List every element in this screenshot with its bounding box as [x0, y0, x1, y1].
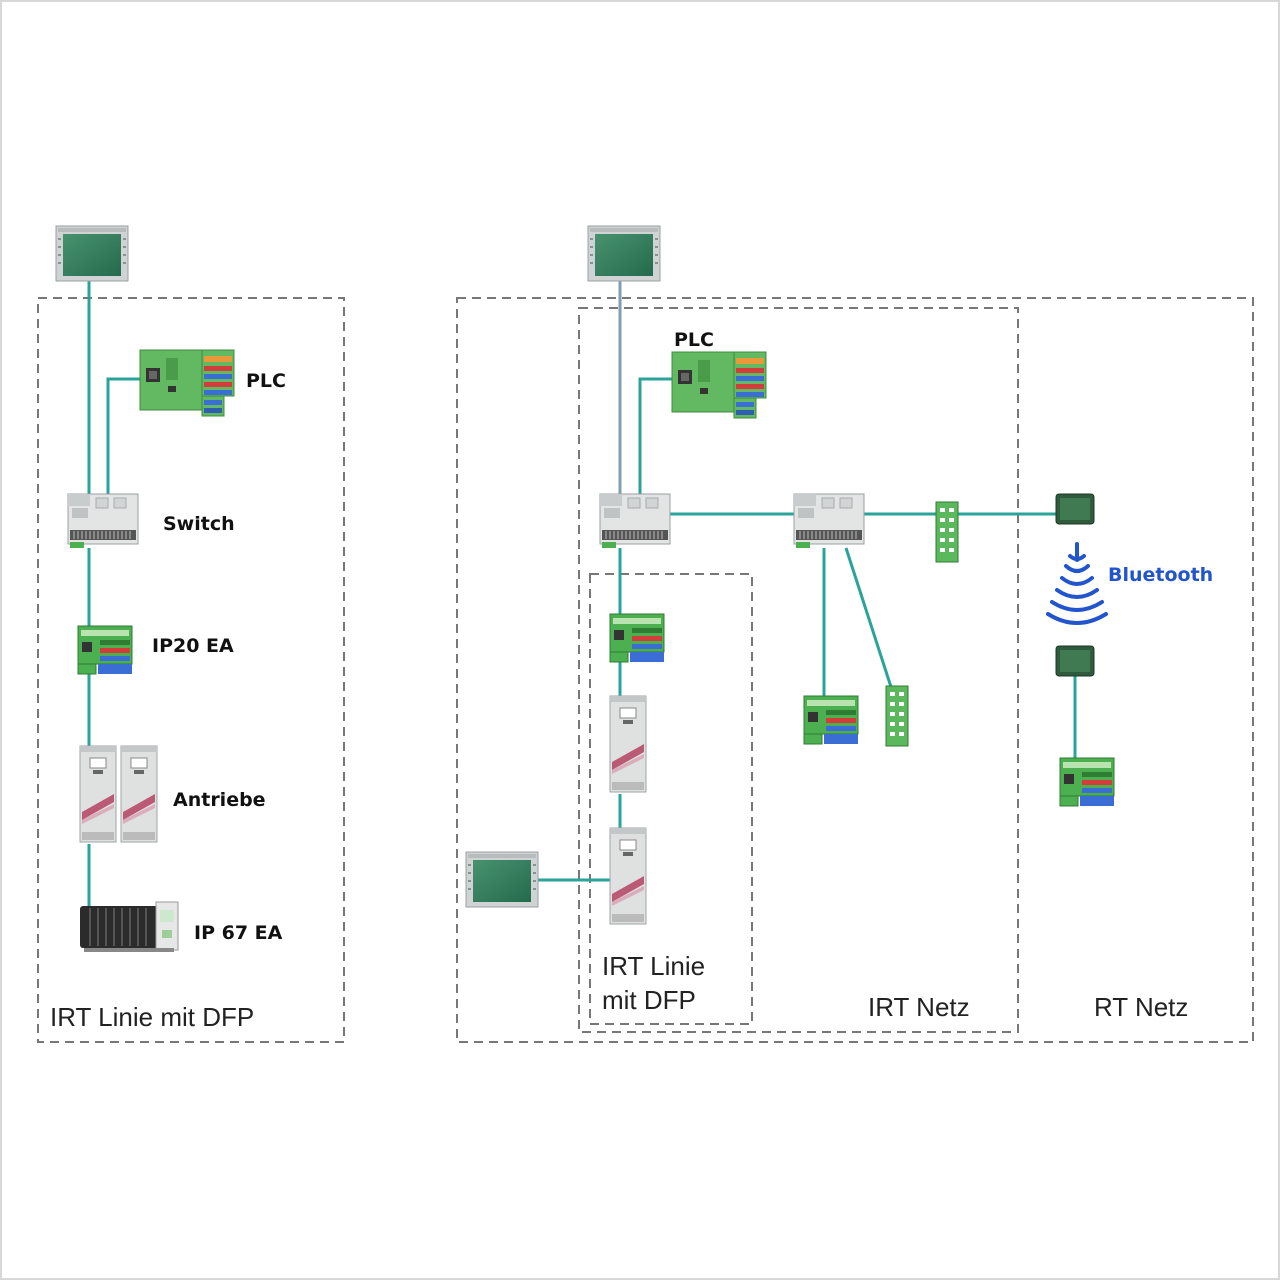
right-plc-module: [671, 351, 767, 419]
irt-netz-zone: [578, 307, 1019, 1033]
irt-line-ip20-module: [609, 613, 665, 663]
right-switch-2: [793, 493, 865, 549]
bluetooth-box-bottom: [1055, 645, 1095, 677]
left-plc-module: [139, 349, 235, 417]
left-ip67-module: [79, 901, 179, 953]
left-ip20-module: [77, 625, 133, 675]
left-ip67-label: IP 67 EA: [194, 922, 283, 944]
slim-io-bottom: [885, 685, 909, 747]
bottom-hmi-panel: [465, 851, 539, 908]
inner-zone-label-line1: IRT Linie: [602, 951, 705, 981]
left-hmi-panel: [55, 225, 129, 282]
rt-netz-zone: [456, 297, 1254, 1043]
left-drives-label: Antriebe: [173, 789, 266, 811]
irt-netz-ip20-module: [803, 695, 859, 745]
irt-line-dfp-zone: [589, 573, 753, 1025]
inner-zone-label-line2: mit DFP: [602, 985, 696, 1015]
left-cables: [87, 280, 141, 906]
slim-io-top: [935, 501, 959, 563]
right-switch-1: [599, 493, 671, 549]
irt-line-drive-1: [609, 695, 647, 793]
bluetooth-signal-icon: [1046, 542, 1108, 625]
right-plc-label: PLC: [674, 329, 714, 351]
left-zone-label: IRT Linie mit DFP: [50, 1002, 254, 1032]
irt-line-drive-2: [609, 827, 647, 925]
left-switch-label: Switch: [163, 513, 235, 535]
left-drive-1: [79, 745, 117, 843]
left-switch-device: [67, 493, 139, 549]
right-zones: [456, 297, 1254, 1043]
bluetooth-box-top: [1055, 493, 1095, 525]
right-cables: [538, 280, 1077, 882]
right-hmi-panel: [587, 225, 661, 282]
left-zone: [37, 297, 345, 1043]
irt-netz-label: IRT Netz: [868, 992, 970, 1022]
bluetooth-label: Bluetooth: [1108, 564, 1213, 586]
rt-netz-label: RT Netz: [1094, 992, 1188, 1022]
rt-ip20-module: [1059, 757, 1115, 807]
left-drive-2: [120, 745, 158, 843]
left-ip20-label: IP20 EA: [152, 635, 234, 657]
left-plc-label: PLC: [246, 370, 286, 392]
